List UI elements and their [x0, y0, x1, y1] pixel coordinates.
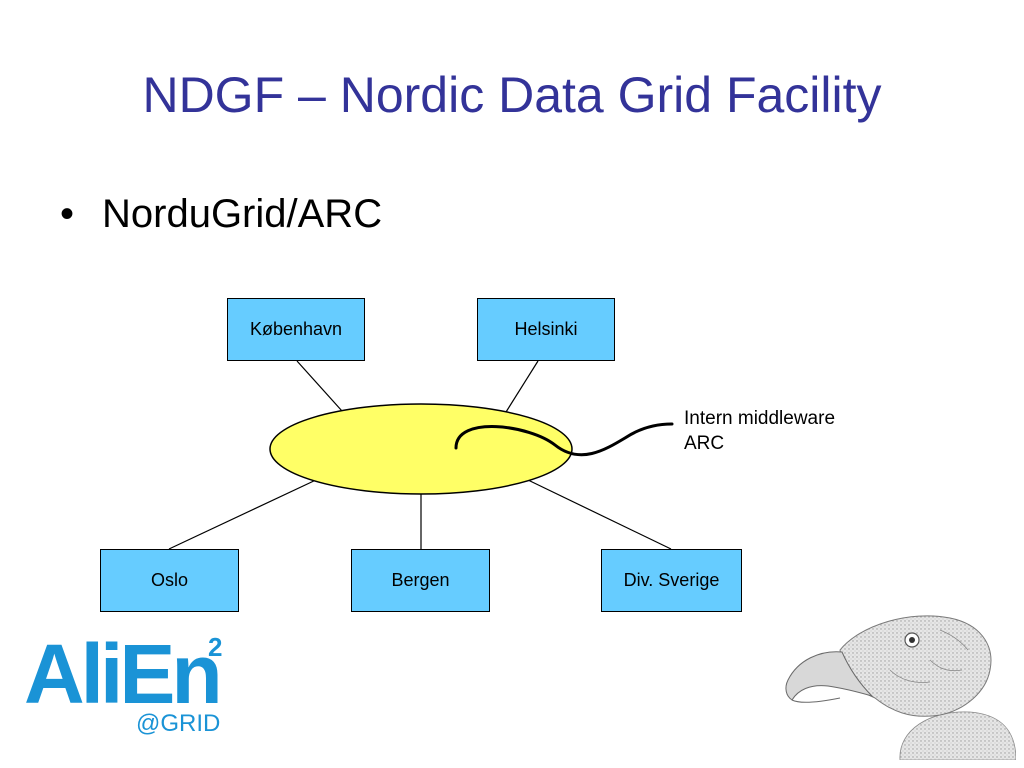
- node-bergen: Bergen: [351, 549, 490, 612]
- node-helsinki: Helsinki: [477, 298, 615, 361]
- condor-head-illustration: [785, 615, 1016, 760]
- node-div-sverige: Div. Sverige: [601, 549, 742, 612]
- connector-oslo: [168, 478, 319, 550]
- connector-kobenhavn: [296, 360, 343, 412]
- logo-superscript: 2: [208, 632, 223, 662]
- callout-line-1: Intern middleware: [684, 408, 836, 429]
- bullet-item: • NorduGrid/ARC: [60, 190, 382, 238]
- slide-title: NDGF – Nordic Data Grid Facility: [142, 67, 882, 123]
- bullet-marker: •: [60, 192, 75, 236]
- callout-line-2: ARC: [684, 433, 725, 454]
- connector-helsinki: [505, 360, 539, 413]
- connector-sverige: [527, 479, 672, 550]
- logo-wordmark: AliEn: [24, 627, 223, 721]
- callout-curve: [454, 422, 674, 457]
- logo-tagline: @GRID: [136, 710, 221, 737]
- node-kobenhavn: København: [227, 298, 365, 361]
- alien-grid-logo: AliEn 2 @GRID: [24, 632, 234, 744]
- bullet-text: NorduGrid/ARC: [102, 192, 383, 236]
- middleware-callout: Intern middleware ARC: [684, 406, 835, 456]
- node-oslo: Oslo: [100, 549, 239, 612]
- middleware-hub: [269, 403, 573, 495]
